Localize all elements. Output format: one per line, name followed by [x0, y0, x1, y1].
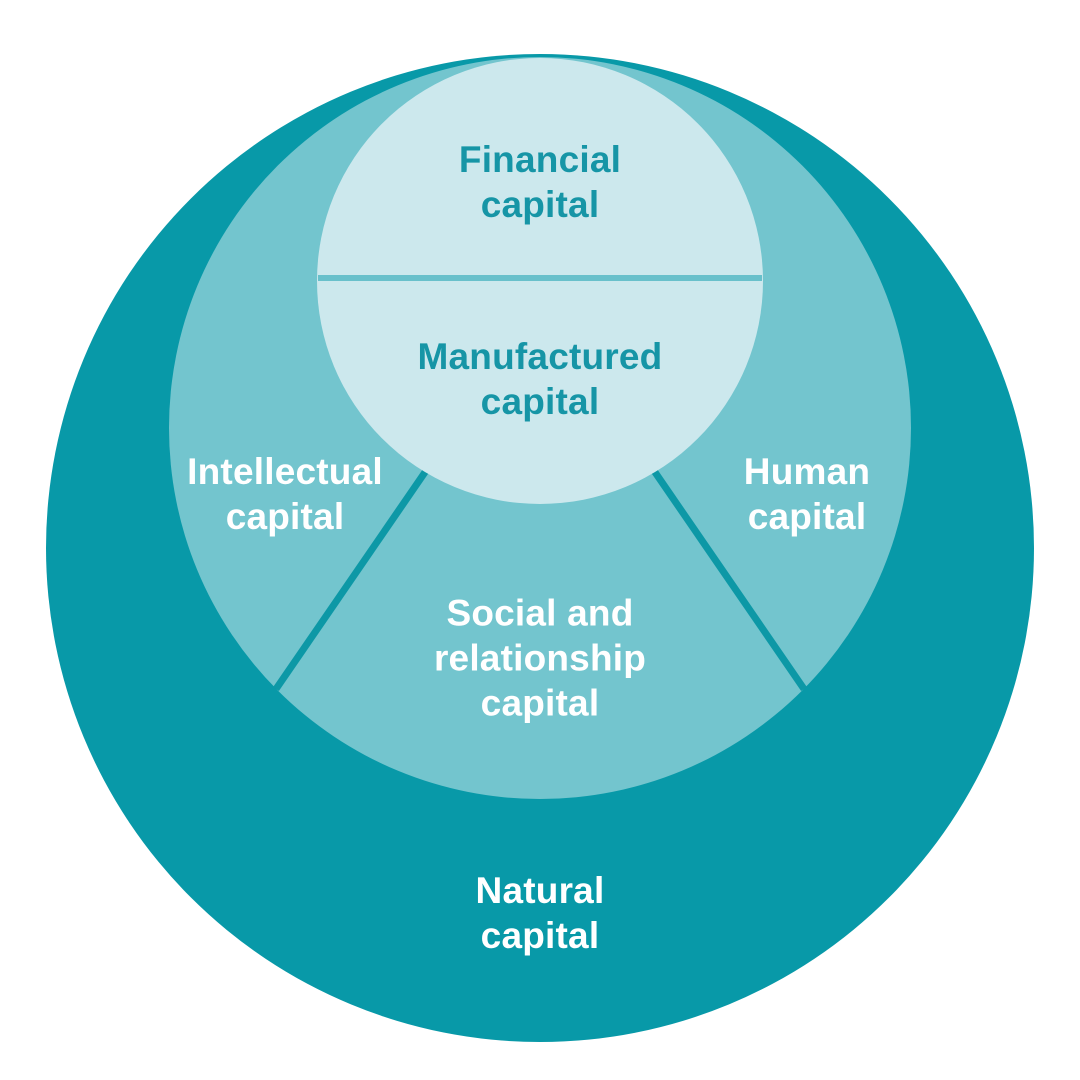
financial-capital-label: Financial capital	[458, 138, 622, 225]
intellectual-social-divider-line	[273, 460, 435, 691]
intellectual-capital-label: Intellectual capital	[187, 450, 383, 537]
manufactured-capital-label: Manufactured capital	[417, 335, 663, 422]
natural-capital-label: Natural capital	[475, 869, 605, 956]
social-human-divider-line	[645, 460, 807, 691]
human-capital-label: Human capital	[743, 450, 871, 537]
social-relationship-capital-label: Social and relationship capital	[433, 592, 647, 724]
